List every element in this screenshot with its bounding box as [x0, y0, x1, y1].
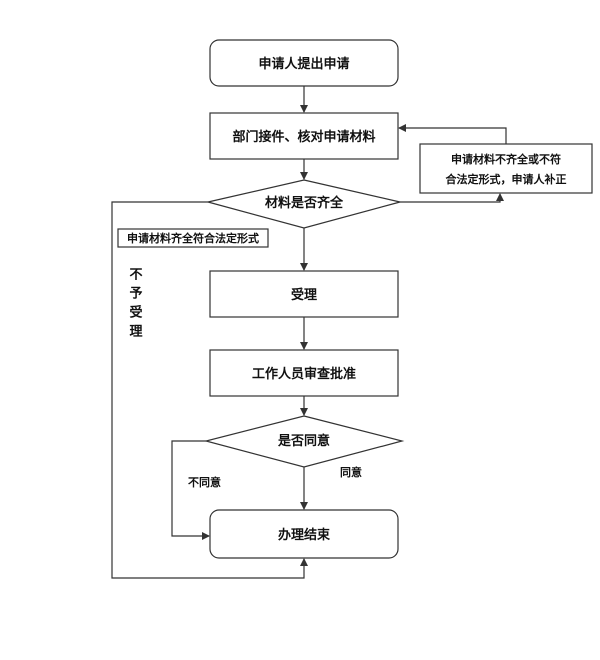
accept-node: 受理	[209, 270, 399, 318]
arrow-supplement-to-receive	[398, 124, 507, 144]
arrow-disagree-to-end	[171, 440, 210, 540]
check-complete-label: 材料是否齐全	[265, 195, 344, 211]
not-accept-label: 不予受理	[127, 267, 143, 343]
agree-label: 同意	[340, 465, 362, 479]
end-label: 办理结束	[278, 527, 331, 543]
complete-ok-label: 申请材料齐全符合法定形式	[127, 231, 259, 245]
agree-decision-label: 是否同意	[277, 433, 330, 449]
end-node: 办理结束	[209, 509, 399, 559]
arrow-check-to-supplement	[400, 193, 504, 203]
start-node: 申请人提出申请	[209, 39, 399, 87]
check-complete-decision: 材料是否齐全	[207, 179, 401, 229]
supplement-label-2: 合法定形式，申请人补正	[446, 172, 567, 186]
review-label: 工作人员审查批准	[252, 366, 356, 382]
disagree-label: 不同意	[188, 475, 221, 489]
complete-label-box: 申请材料齐全符合法定形式	[117, 228, 269, 248]
receive-label: 部门接件、核对申请材料	[232, 129, 375, 145]
supplement-label-1: 申请材料不齐全或不符	[451, 152, 561, 166]
agree-decision: 是否同意	[203, 415, 405, 468]
receive-node: 部门接件、核对申请材料	[209, 112, 399, 160]
accept-label: 受理	[291, 287, 317, 303]
start-label: 申请人提出申请	[258, 56, 349, 72]
supplement-node: 申请材料不齐全或不符 合法定形式，申请人补正	[419, 143, 593, 194]
arrow-not-accept-to-end	[111, 201, 308, 579]
review-node: 工作人员审查批准	[209, 349, 399, 397]
